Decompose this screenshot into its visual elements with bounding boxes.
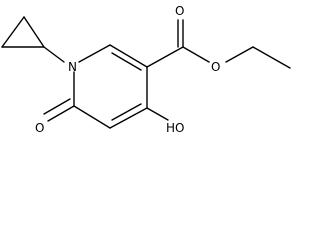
ring-to-ester-carbon-bond [146,46,184,68]
ring-nitrogen-label: N [68,60,77,74]
ring-bond-n1-c2 [78,44,111,63]
ring-carbonyl-group [43,98,75,122]
hydroxyl-label: HO [166,121,184,135]
ring-bond-c5-c6 [73,105,111,129]
ring-bond-c2-c3-inner [111,52,142,71]
ester-carbon-to-oxygen-bond [182,46,210,63]
ethyl-ch2-ch3-bond [252,46,291,69]
cyclopropyl-group [1,16,65,63]
ring-bond-c2-c3 [109,44,148,68]
hydroxyl-bond [146,107,169,121]
ethyl-ester-group [146,19,291,69]
atom-labels: N O HO O O [35,4,220,135]
chemical-structure-diagram: N O HO O O [1,4,291,135]
ester-oxygen-label: O [211,60,220,74]
ester-oxygen-to-ch2-bond [225,46,254,63]
cyclopropyl-to-nitrogen-bond [43,46,65,63]
pyridinone-ring [73,44,148,129]
carbonyl-bond-inner [43,98,71,115]
ring-bond-c4-c5 [109,107,148,129]
carbonyl-oxygen-label: O [35,121,44,135]
ring-bond-c4-c5-inner [111,103,142,121]
cyclopropyl-bond-top-right [23,16,45,48]
cyclopropyl-bond-top-left [1,16,25,48]
ester-carbonyl-oxygen-label: O [175,4,184,18]
carbonyl-bond-outer [47,105,75,122]
